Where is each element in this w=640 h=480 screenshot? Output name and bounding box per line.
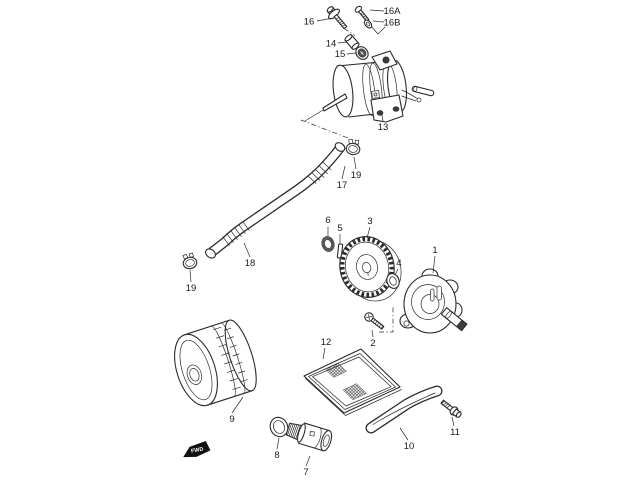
part-oil-pump-1 xyxy=(399,268,468,334)
part-spacer-14 xyxy=(344,34,360,50)
callout-6: 6 xyxy=(325,215,330,226)
callout-11: 11 xyxy=(450,427,460,438)
callouts: 16 16A 16B 14 15 13 19 17 18 19 6 5 3 4 … xyxy=(186,6,460,478)
part-washer-16b xyxy=(363,19,373,29)
leader-lines xyxy=(189,9,455,467)
part-oring-8 xyxy=(269,416,289,438)
callout-14: 14 xyxy=(326,39,337,50)
callout-12: 12 xyxy=(321,337,332,348)
part-bolt-11 xyxy=(440,399,462,418)
part-union-7 xyxy=(285,422,333,452)
part-mounting-bolt-16 xyxy=(326,6,348,30)
part-clamp-19-upper xyxy=(345,139,361,156)
part-gasket-10 xyxy=(365,385,443,434)
callout-10: 10 xyxy=(404,441,415,452)
fwd-marker: FWD xyxy=(183,441,211,458)
callout-9: 9 xyxy=(229,414,234,425)
part-pump-gear-3 xyxy=(339,236,402,302)
callout-3: 3 xyxy=(367,216,372,227)
part-pump-assembly-13 xyxy=(304,50,435,123)
part-clamp-19-lower xyxy=(182,252,198,270)
callout-2: 2 xyxy=(370,338,375,349)
part-cushion-15 xyxy=(355,46,369,60)
part-hose-17-pipe-18 xyxy=(205,142,346,259)
callout-16b: 16B xyxy=(384,18,401,29)
part-strainer-12 xyxy=(303,348,402,416)
part-oil-filter-9 xyxy=(174,319,257,407)
callout-4: 4 xyxy=(396,258,401,269)
callout-8: 8 xyxy=(274,450,279,461)
callout-13: 13 xyxy=(378,122,389,133)
part-screw-2 xyxy=(364,312,385,330)
callout-7: 7 xyxy=(303,467,308,478)
callout-1: 1 xyxy=(432,245,437,256)
callout-15: 15 xyxy=(335,49,346,60)
callout-16a: 16A xyxy=(384,6,402,17)
part-oring-6 xyxy=(321,236,335,252)
callout-18: 18 xyxy=(245,258,256,269)
callout-19-lower: 19 xyxy=(186,283,197,294)
callout-19-upper: 19 xyxy=(351,170,362,181)
callout-16: 16 xyxy=(304,17,315,28)
callout-5: 5 xyxy=(337,223,342,234)
part-washer-4 xyxy=(386,273,400,289)
fwd-label: FWD xyxy=(191,447,204,455)
callout-17: 17 xyxy=(337,180,348,191)
